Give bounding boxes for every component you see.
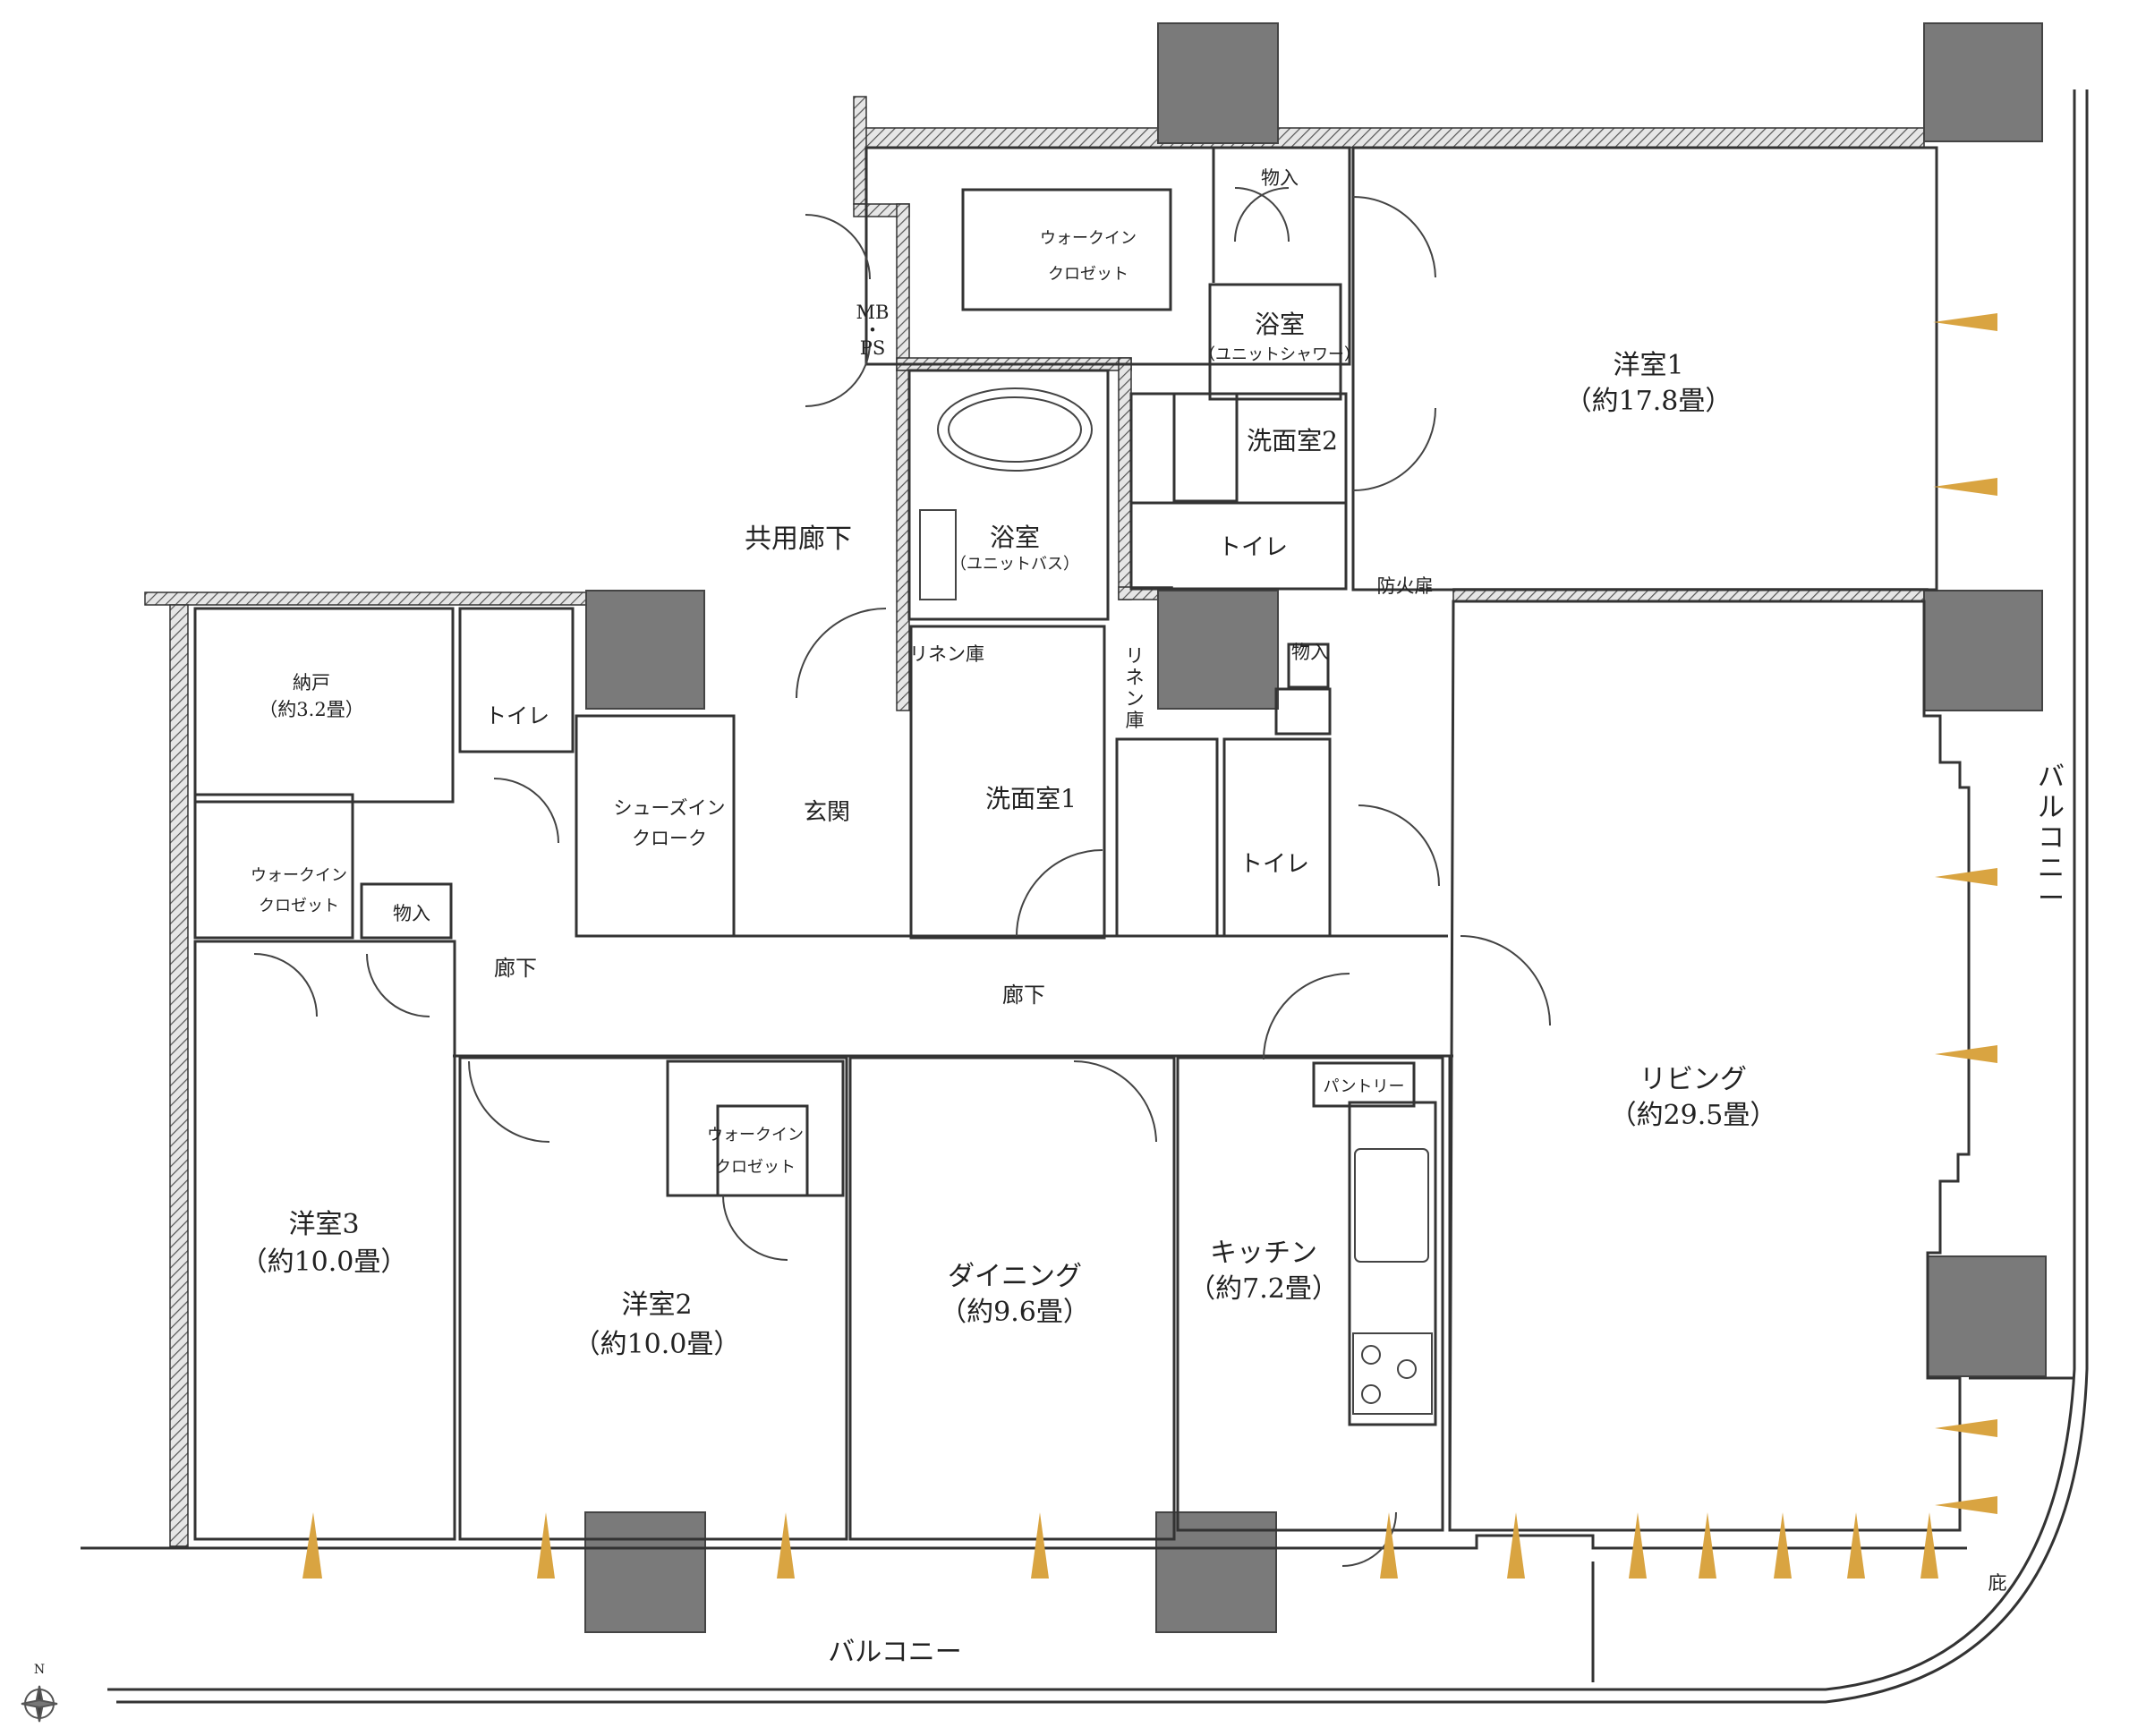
toilet-left-label: トイレ bbox=[485, 703, 549, 728]
washroom2-label: 洗面室2 bbox=[1247, 426, 1338, 455]
svg-text:納戸: 納戸 bbox=[293, 672, 330, 694]
svg-text:クロゼット: クロゼット bbox=[259, 897, 339, 915]
balcony-bottom-label: バルコニー bbox=[828, 1637, 961, 1668]
linen-left-label: リネン庫 bbox=[909, 643, 984, 665]
exterior-walls bbox=[144, 96, 1929, 1547]
structural-columns bbox=[584, 22, 2047, 1633]
svg-text:ネ: ネ bbox=[1126, 667, 1145, 688]
svg-text:（約10.0畳）: （約10.0畳） bbox=[574, 1329, 741, 1360]
svg-text:洋室1: 洋室1 bbox=[1613, 350, 1683, 381]
svg-text:キッチン: キッチン bbox=[1210, 1238, 1317, 1269]
shoes-in-label: シューズイン クローク bbox=[614, 797, 726, 849]
washroom1-label: 洗面室1 bbox=[985, 784, 1077, 813]
svg-text:クロゼット: クロゼット bbox=[715, 1158, 796, 1177]
svg-text:（ユニットバス）: （ユニットバス） bbox=[950, 555, 1079, 574]
door-swings bbox=[253, 187, 1551, 1567]
svg-text:ダイニング: ダイニング bbox=[948, 1261, 1082, 1292]
north-label: N bbox=[34, 1663, 45, 1677]
corridor-common-label: 共用廊下 bbox=[745, 523, 852, 555]
svg-text:MB: MB bbox=[856, 302, 890, 323]
svg-text:コ: コ bbox=[2038, 822, 2065, 854]
eave-label: 庇 bbox=[1988, 1572, 2007, 1594]
nando-label: 納戸 （約3.2畳） bbox=[259, 672, 363, 720]
svg-text:バ: バ bbox=[2038, 762, 2065, 793]
svg-text:洋室2: 洋室2 bbox=[621, 1289, 692, 1321]
mb-ps-label: MB ・ PS bbox=[856, 302, 890, 359]
svg-text:クロゼット: クロゼット bbox=[1048, 265, 1128, 284]
wic-top-label: ウォークイン クロゼット bbox=[1040, 229, 1137, 284]
bathtub-icon bbox=[919, 387, 1093, 600]
svg-text:ン: ン bbox=[1126, 688, 1145, 710]
svg-text:リビング: リビング bbox=[1639, 1064, 1747, 1095]
storage-left-label: 物入 bbox=[393, 903, 430, 924]
storage-mid-label: 物入 bbox=[1291, 642, 1329, 663]
svg-text:浴室: 浴室 bbox=[1255, 310, 1305, 339]
svg-text:（約9.6畳）: （約9.6畳） bbox=[940, 1297, 1090, 1328]
dining-label: ダイニング （約9.6畳） bbox=[940, 1261, 1090, 1328]
wic-bottom-label: ウォークイン クロゼット bbox=[707, 1126, 804, 1177]
kitchen-sink-icon bbox=[1354, 1148, 1429, 1263]
svg-text:洋室3: 洋室3 bbox=[288, 1209, 359, 1240]
svg-text:（約17.8畳）: （約17.8畳） bbox=[1565, 386, 1733, 417]
pantry-label: パントリー bbox=[1324, 1077, 1405, 1096]
entrance-label: 玄関 bbox=[804, 799, 850, 826]
interior-walls bbox=[81, 89, 2089, 1704]
svg-text:（約3.2畳）: （約3.2畳） bbox=[259, 699, 363, 720]
living-label: リビング （約29.5畳） bbox=[1610, 1064, 1777, 1131]
svg-text:リ: リ bbox=[1126, 645, 1145, 667]
hall-left-label: 廊下 bbox=[494, 956, 537, 981]
svg-text:ニ: ニ bbox=[2038, 853, 2065, 884]
svg-text:（約29.5畳）: （約29.5畳） bbox=[1610, 1100, 1777, 1131]
svg-text:浴室: 浴室 bbox=[990, 523, 1040, 552]
bedroom1-label: 洋室1 （約17.8畳） bbox=[1565, 350, 1733, 417]
bedroom2-label: 洋室2 （約10.0畳） bbox=[574, 1289, 741, 1360]
linen-right-label: リ ネ ン 庫 bbox=[1126, 645, 1145, 731]
bedroom3-label: 洋室3 （約10.0畳） bbox=[241, 1209, 408, 1278]
north-compass-icon: N bbox=[21, 1663, 58, 1723]
window-markers bbox=[302, 313, 1997, 1579]
svg-text:（約10.0畳）: （約10.0畳） bbox=[241, 1247, 408, 1278]
svg-text:クローク: クローク bbox=[632, 828, 707, 849]
svg-text:ル: ル bbox=[2038, 792, 2065, 823]
toilet-center-label: トイレ bbox=[1239, 851, 1309, 878]
hall-center-label: 廊下 bbox=[1002, 983, 1045, 1008]
bath-shower-label: 浴室 （ユニットシャワー） bbox=[1199, 310, 1360, 364]
svg-text:ウォークイン: ウォークイン bbox=[1040, 229, 1137, 248]
fire-door-label: 防火扉 bbox=[1377, 575, 1434, 597]
svg-text:（ユニットシャワー）: （ユニットシャワー） bbox=[1199, 345, 1360, 364]
svg-text:（約7.2畳）: （約7.2畳） bbox=[1188, 1273, 1339, 1305]
balcony-right-label: バ ル コ ニ ー bbox=[2038, 762, 2065, 915]
toilet-top-label: トイレ bbox=[1218, 534, 1288, 561]
svg-text:PS: PS bbox=[860, 337, 886, 359]
svg-text:ウォークイン: ウォークイン bbox=[251, 866, 347, 885]
bath-unit-label: 浴室 （ユニットバス） bbox=[950, 523, 1079, 574]
svg-text:庫: 庫 bbox=[1126, 710, 1145, 731]
svg-text:シューズイン: シューズイン bbox=[614, 797, 726, 819]
svg-text:・: ・ bbox=[864, 319, 882, 341]
svg-text:ウォークイン: ウォークイン bbox=[707, 1126, 804, 1145]
kitchen-label: キッチン （約7.2畳） bbox=[1188, 1238, 1339, 1305]
storage-top-label: 物入 bbox=[1261, 167, 1299, 189]
svg-text:ー: ー bbox=[2038, 883, 2065, 915]
stove-icon bbox=[1352, 1332, 1433, 1415]
wic-left-label: ウォークイン クロゼット bbox=[251, 866, 347, 915]
